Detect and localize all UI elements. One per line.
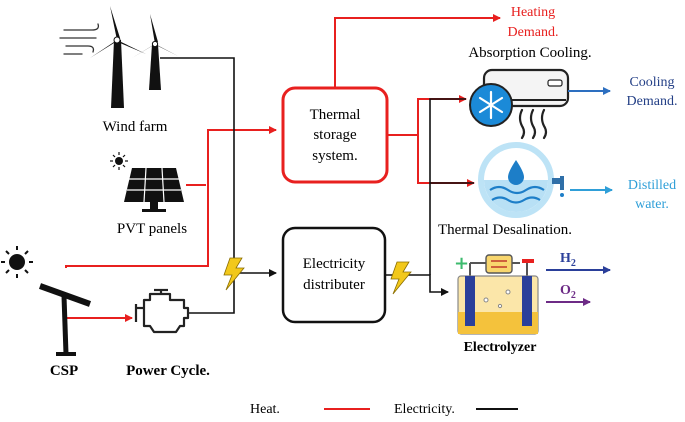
absorption-cooling-label: Absorption Cooling.: [468, 45, 591, 61]
legend: Heat. Electricity.: [250, 402, 518, 417]
engine-icon: [134, 288, 190, 334]
heating-demand-label-1: Heating: [511, 5, 555, 20]
thermal-storage-label-1: Thermal: [310, 107, 361, 123]
desalination-icon: [478, 142, 564, 218]
svg-text:+: +: [454, 253, 469, 274]
lightning-icon-right: [390, 261, 412, 295]
thermal-desalination-label: Thermal Desalination.: [438, 222, 572, 238]
csp-collector-icon: [38, 283, 92, 356]
o2-symbol: O: [560, 283, 571, 298]
electrolyzer-label: Electrolyzer: [464, 340, 537, 355]
o2-label: O2: [560, 283, 576, 301]
pvt-panel-icon: [110, 152, 184, 212]
heat-line-to-desal: [417, 135, 475, 187]
cooling-demand-label-2: Demand.: [627, 94, 678, 109]
heat-line-csp-to-storage: [65, 126, 277, 268]
h2-symbol: H: [560, 251, 571, 266]
h2-label: H2: [560, 251, 576, 269]
elec-line-wind: [160, 57, 277, 277]
o2-subscript: 2: [571, 290, 576, 301]
heating-demand-label-2: Demand.: [508, 25, 559, 40]
distilled-water-label-2: water.: [635, 197, 669, 212]
csp-label: CSP: [50, 363, 78, 379]
air-conditioner-icon: [469, 68, 570, 140]
pvt-panels-label: PVT panels: [117, 221, 187, 237]
thermal-storage-label-2: storage: [313, 127, 357, 143]
electricity-distributer-box: [281, 226, 387, 324]
thermal-storage-box: [281, 86, 389, 184]
heat-lines: [65, 14, 501, 322]
electricity-distributer-label-2: distributer: [303, 277, 365, 293]
legend-electricity-label: Electricity.: [394, 402, 455, 417]
sun-icon: [1, 246, 33, 278]
wind-turbines-icon: [59, 6, 178, 108]
elec-line-distributer-up: [429, 98, 466, 275]
elec-line-power-cycle: [188, 273, 235, 314]
electricity-lines: [160, 57, 474, 314]
electricity-distributer-label-1: Electricity: [303, 256, 366, 272]
power-cycle-label: Power Cycle.: [126, 363, 210, 379]
cooling-demand-label-1: Cooling: [629, 75, 674, 90]
distilled-water-label-1: Distilled: [628, 178, 676, 193]
h2-subscript: 2: [571, 258, 576, 269]
thermal-storage-label-3: system.: [312, 148, 357, 164]
wind-farm-label: Wind farm: [103, 119, 168, 135]
electrolyzer-icon: +: [454, 253, 539, 335]
heat-line-storage-out: [388, 95, 467, 136]
lightning-icon-left: [223, 257, 245, 291]
legend-heat-label: Heat.: [250, 402, 280, 417]
heat-line-heating-demand: [334, 14, 501, 88]
